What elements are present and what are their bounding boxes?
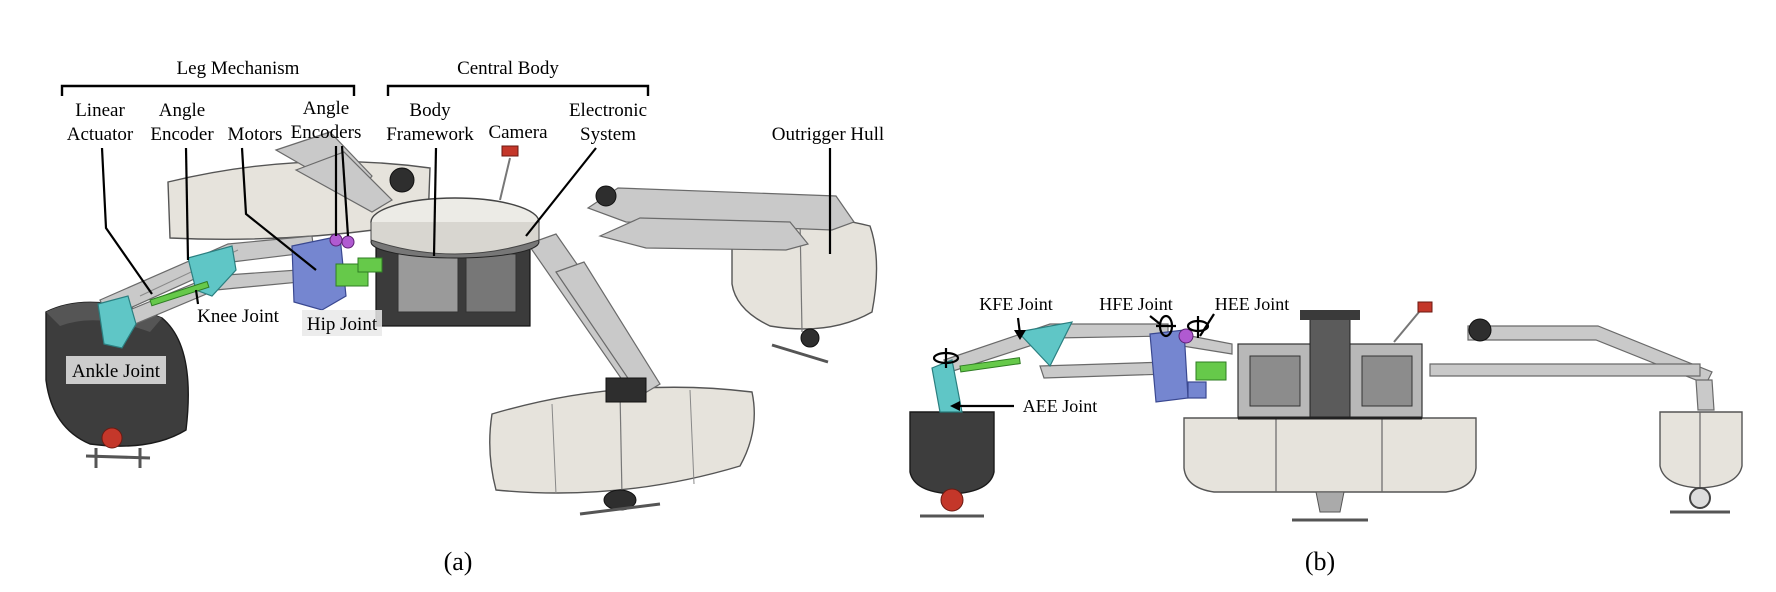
central-body-bracket (386, 84, 650, 96)
angle-encoder-label-line1: Angle (159, 100, 205, 121)
panel-a: Leg Mechanism Central Body Linear Actuat… (45, 58, 884, 576)
angle-encoder-label-line2: Encoder (150, 124, 214, 145)
body-framework-pointer (432, 147, 438, 257)
panel-b-encoder (1178, 328, 1194, 344)
aee-rotation-icon (932, 348, 960, 368)
angle-encoders-label-line1: Angle (303, 98, 349, 119)
central-body (370, 197, 540, 327)
knee-joint-label: Knee Joint (197, 306, 280, 327)
hfe-rotation-icon (1156, 314, 1176, 338)
panel-b-linear-actuator (959, 357, 1021, 373)
motors-label: Motors (228, 124, 283, 145)
hip-motor-cap (357, 257, 383, 273)
angle-encoder-pointer (184, 147, 190, 261)
electronic-system-label-line1: Electronic (569, 100, 647, 121)
leg-mechanism-label: Leg Mechanism (177, 58, 300, 79)
aee-pointer-arrowhead (950, 401, 960, 411)
kfe-joint-label: KFE Joint (979, 294, 1053, 314)
linear-actuator-label-line2: Actuator (67, 124, 134, 145)
panel-b-right-hull (1659, 411, 1743, 489)
linear-actuator-label-line1: Linear (75, 100, 125, 121)
motors-pointer (240, 147, 317, 271)
hfe-joint-label: HFE Joint (1099, 294, 1173, 314)
knee-joint-pointer (194, 289, 200, 305)
front-hull-propeller (579, 489, 661, 516)
panel-b-hee-motor (1187, 381, 1207, 399)
panel-b-left-hull (909, 411, 995, 495)
hee-rotation-icon (1186, 316, 1210, 338)
aee-joint-label: AEE Joint (1023, 396, 1098, 416)
panel-b-caption: (b) (1305, 547, 1335, 576)
central-hull-thruster (1292, 491, 1368, 522)
panel-b-right-leg-truss (1429, 318, 1715, 411)
central-body-label: Central Body (457, 58, 559, 79)
ankle-joint-label: Ankle Joint (72, 361, 161, 382)
electronic-system-label-line2: System (580, 124, 636, 145)
central-hull (1183, 417, 1477, 493)
central-framework (1237, 310, 1423, 420)
panel-b-hip-motor (1195, 361, 1227, 381)
right-hull-propeller (771, 328, 829, 364)
panel-b-left-propeller (920, 488, 984, 518)
panel-a-caption: (a) (444, 547, 473, 576)
hip-joint-label: Hip Joint (307, 314, 378, 335)
left-hull-propeller (85, 427, 151, 468)
outrigger-hull-label: Outrigger Hull (772, 124, 884, 145)
linear-actuator-pointer (100, 147, 153, 295)
panel-b: KFE Joint HFE Joint HEE Joint AEE Joint … (909, 294, 1743, 576)
panel-b-right-propeller (1670, 487, 1730, 514)
hee-pointer (1199, 313, 1215, 337)
linear-actuator (149, 280, 210, 307)
panel-b-knee-bracket (1016, 321, 1074, 368)
ankle-bracket (97, 295, 137, 349)
angle-encoder-2 (341, 235, 355, 249)
body-framework-label-line2: Framework (386, 124, 474, 145)
camera-label: Camera (488, 122, 548, 143)
body-framework-label-line1: Body (409, 100, 451, 121)
kfe-rotation-arrow (1014, 317, 1026, 340)
hfe-pointer (1149, 315, 1161, 325)
electronic-system-pointer (525, 147, 597, 237)
right-leg-truss (586, 185, 855, 251)
angle-encoders-pointer-b (340, 145, 350, 237)
hee-joint-label: HEE Joint (1215, 294, 1290, 314)
leg-mechanism-bracket (60, 84, 356, 96)
panel-b-camera (1393, 301, 1433, 343)
camera (499, 145, 519, 201)
angle-encoders-label-line2: Encoders (291, 122, 362, 143)
front-leg-truss (527, 233, 661, 403)
